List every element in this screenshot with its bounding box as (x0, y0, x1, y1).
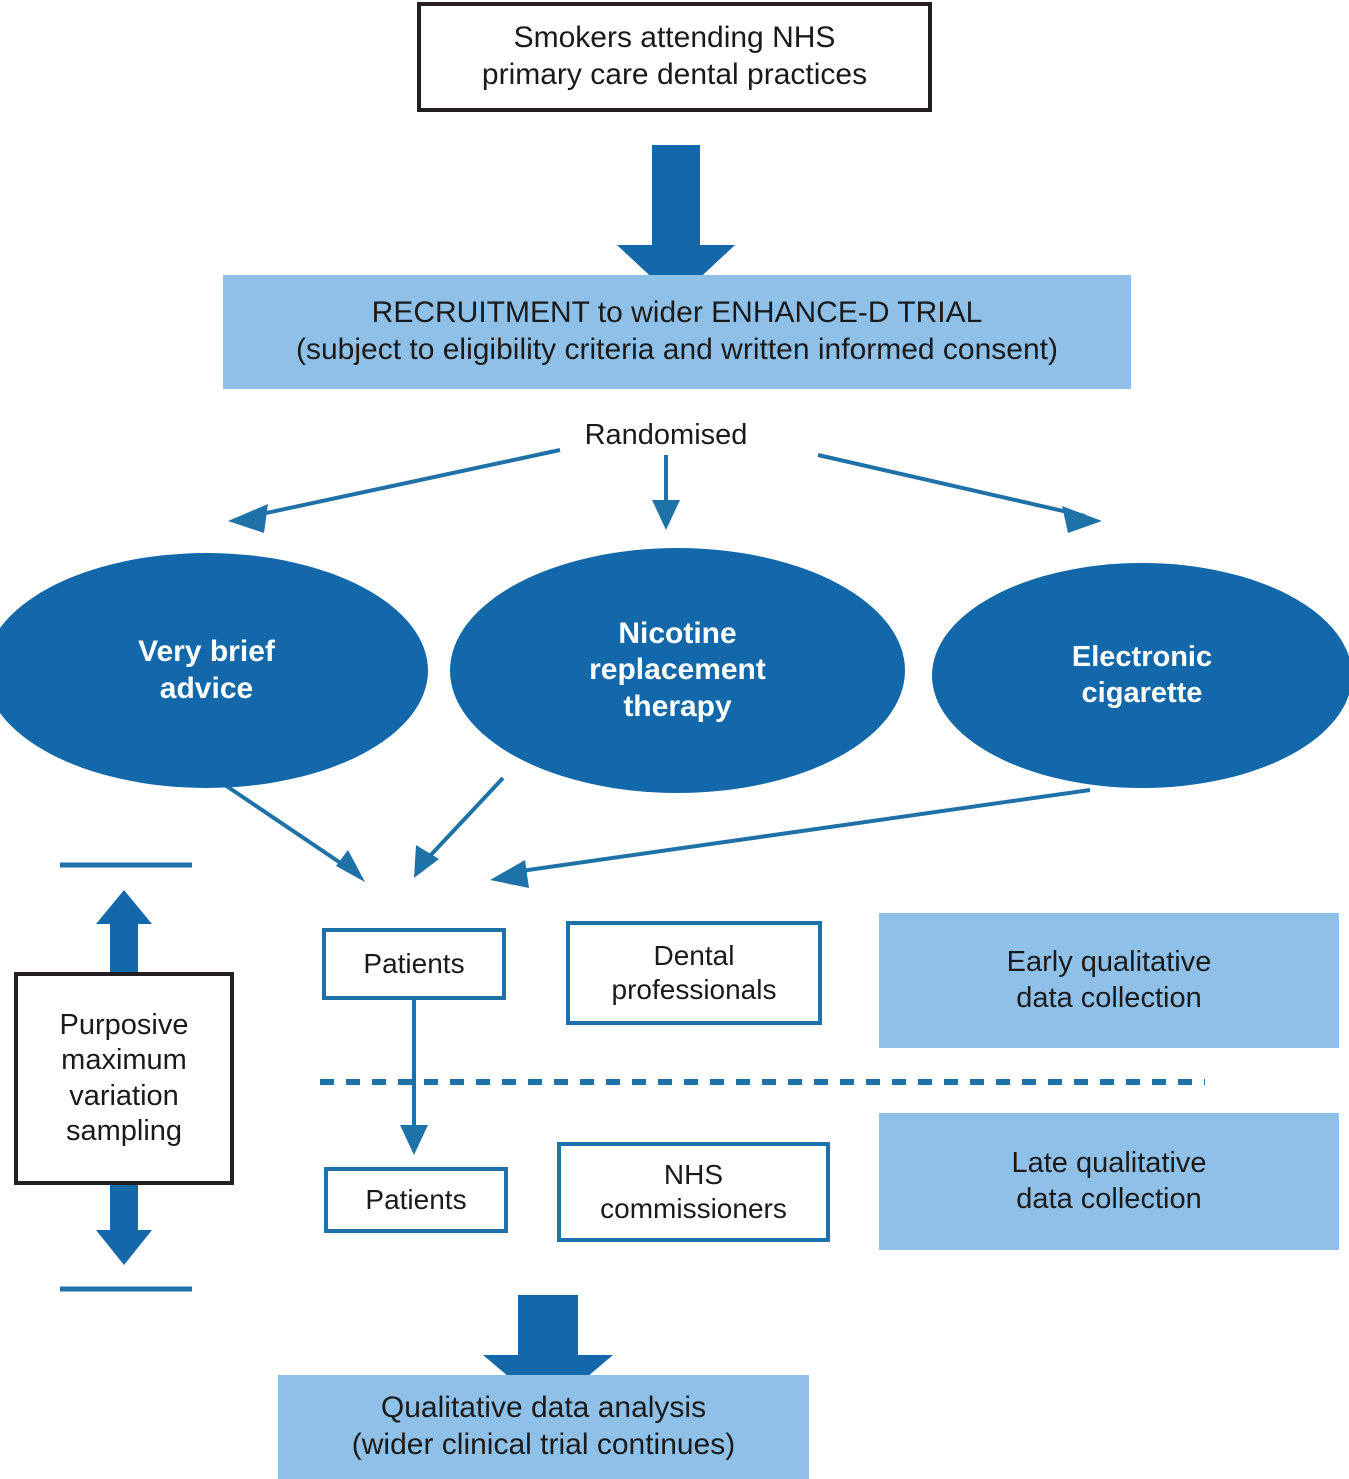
arm-ellipse-nicotine-replacement-therapy: Nicotine replacement therapy (450, 548, 905, 793)
randomisation-label: Randomised (566, 418, 766, 454)
participant-label-patients-early: Patients (363, 947, 465, 979)
participant-label-patients-late: Patients (365, 1183, 467, 1215)
purposive-sampling-box: Purposive maximum variation sampling (14, 972, 234, 1185)
arrow-ecig-to-patients-line (513, 788, 1091, 874)
arrow-vba-to-patients-head (336, 850, 365, 882)
arrow-randomised-left-head (228, 504, 268, 533)
block-arrow-sampling-up (96, 890, 152, 972)
arrow-nrt-to-patients-line (426, 776, 505, 860)
early-qualitative-text: Early qualitative data collection (1006, 946, 1212, 1014)
participant-box-dental-professionals: Dental professionals (566, 921, 822, 1025)
participant-box-patients-early: Patients (322, 928, 506, 1000)
arrow-vba-to-patients-line (220, 781, 350, 870)
arm-label-nicotine-replacement-therapy: Nicotine replacement therapy (589, 616, 766, 723)
arrow-nrt-to-patients-head (414, 845, 439, 878)
analysis-band: Qualitative data analysis (wider clinica… (278, 1375, 809, 1479)
arrow-randomised-centre-head (652, 500, 680, 530)
participant-label-dental-professionals: Dental professionals (611, 939, 777, 1005)
randomisation-label-text: Randomised (584, 419, 748, 452)
arrow-randomised-right-line (817, 453, 1086, 518)
late-qualitative-band: Late qualitative data collection (879, 1113, 1339, 1250)
late-qualitative-text: Late qualitative data collection (1011, 1147, 1207, 1215)
participant-box-nhs-commissioners: NHS commissioners (557, 1142, 830, 1242)
purposive-sampling-text: Purposive maximum variation sampling (59, 1008, 189, 1147)
recruitment-text: RECRUITMENT to wider ENHANCE-D TRIAL (su… (296, 296, 1058, 366)
source-population-box: Smokers attending NHS primary care denta… (417, 2, 932, 112)
arm-ellipse-electronic-cigarette: Electronic cigarette (932, 563, 1349, 788)
early-qualitative-band: Early qualitative data collection (879, 913, 1339, 1048)
analysis-text: Qualitative data analysis (wider clinica… (351, 1391, 736, 1461)
arrow-randomised-right-head (1062, 506, 1102, 533)
arrow-ecig-to-patients-head (490, 860, 529, 888)
participant-box-patients-late: Patients (324, 1167, 508, 1233)
arrow-randomised-left-line (242, 448, 561, 520)
participant-label-nhs-commissioners: NHS commissioners (600, 1158, 787, 1224)
arm-label-very-brief-advice: Very brief advice (138, 634, 275, 705)
block-arrow-sampling-down (96, 1185, 152, 1265)
source-population-text: Smokers attending NHS primary care denta… (481, 21, 868, 91)
recruitment-band: RECRUITMENT to wider ENHANCE-D TRIAL (su… (223, 275, 1131, 389)
arm-label-electronic-cigarette: Electronic cigarette (1071, 641, 1213, 709)
arm-ellipse-very-brief-advice: Very brief advice (0, 553, 428, 788)
arrow-patients-early-to-late-head (400, 1125, 428, 1155)
